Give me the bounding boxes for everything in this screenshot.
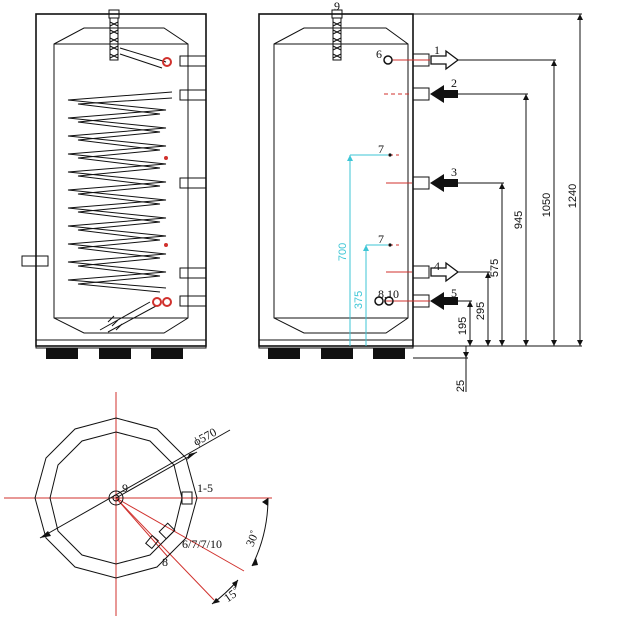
left-anode-rod <box>109 17 119 59</box>
plan-port-8: 8 <box>162 555 168 569</box>
dim-700: 700 <box>337 243 349 261</box>
right-foot <box>321 348 353 359</box>
plan-ports-6-10: 6/7/7/10 <box>182 537 222 551</box>
angle-30: 30˚ <box>243 528 262 548</box>
label-port-1: 1 <box>434 43 440 57</box>
label-port-9: 9 <box>334 0 340 13</box>
angle-15: 15˚ <box>221 584 242 605</box>
label-sensor-7a: 7 <box>378 142 384 156</box>
arrow-in-2 <box>430 85 458 103</box>
right-foot <box>373 348 405 359</box>
plan-diameter: ϕ570 <box>191 425 219 449</box>
arrow-out-1 <box>430 49 460 71</box>
plan-ports-1-5: 1-5 <box>197 481 213 495</box>
label-sensor-6: 6 <box>376 47 382 61</box>
arrow-in-3 <box>430 174 458 192</box>
label-port-3: 3 <box>451 165 457 179</box>
right-tank-view: 9 6 7 7 8,10 <box>258 0 460 359</box>
dim-575: 575 <box>489 259 501 277</box>
dim-1240: 1240 <box>567 184 579 208</box>
label-port-5: 5 <box>451 286 457 300</box>
left-side-port <box>21 255 49 267</box>
left-tank-view <box>21 9 207 359</box>
dim-375: 375 <box>353 291 365 309</box>
dim-1050: 1050 <box>541 193 553 217</box>
dim-25: 25 <box>455 380 467 392</box>
port-arrows <box>430 49 460 310</box>
left-foot <box>99 348 131 359</box>
label-port-4: 4 <box>434 259 440 273</box>
cyan-dimensions: 700 375 <box>337 154 388 346</box>
arrow-out-4 <box>430 261 460 283</box>
label-sensor-7b: 7 <box>378 232 384 246</box>
dimension-lines: 1240 1050 945 575 295 195 25 <box>413 13 583 392</box>
plan-view: ϕ570 9 1-5 6/7/7/10 8 30˚ 15˚ <box>4 392 272 616</box>
dim-195: 195 <box>457 317 469 335</box>
right-foot <box>268 348 300 359</box>
plan-center-9: 9 <box>122 481 128 495</box>
dim-295: 295 <box>475 302 487 320</box>
left-foot <box>46 348 78 359</box>
heat-exchanger-coil <box>67 91 173 289</box>
label-sensor-8-10: 8,10 <box>378 287 399 301</box>
left-tank-inner <box>53 27 189 334</box>
label-port-2: 2 <box>451 76 457 90</box>
left-foot <box>151 348 183 359</box>
left-right-ports <box>179 55 207 307</box>
arrow-in-5 <box>430 292 458 310</box>
dim-945: 945 <box>513 211 525 229</box>
